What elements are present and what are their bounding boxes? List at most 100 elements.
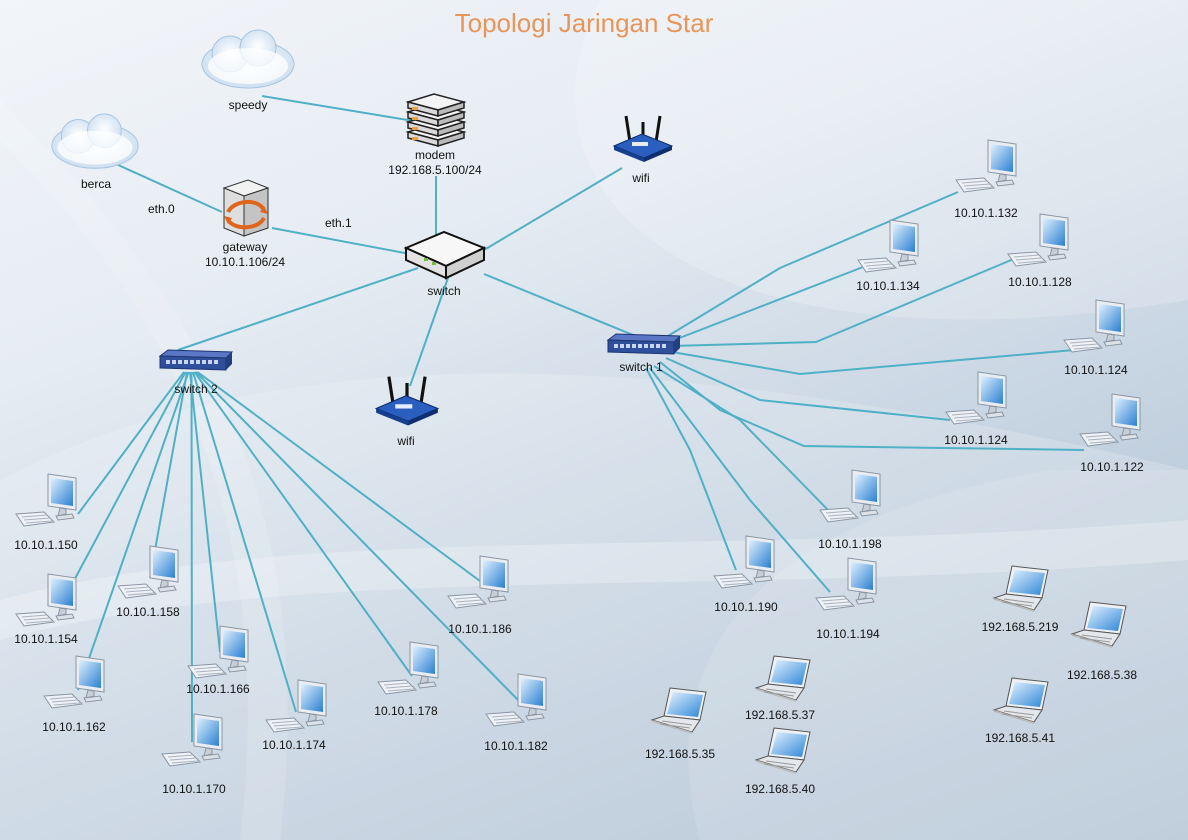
link-speedy-modem: [261, 95, 421, 123]
switch1-label: switch 1: [619, 360, 663, 374]
link-gateway-switch: [271, 227, 411, 255]
link-switch2-pc-9: [195, 371, 521, 703]
eth1-label: eth.1: [325, 216, 352, 230]
pc-ip-label: 10.10.1.170: [162, 782, 226, 796]
link-switch2-pc-7: [192, 371, 297, 713]
pc-icon: [376, 640, 440, 703]
link-switch2-pc-5: [189, 371, 221, 653]
pc-ip-label: 10.10.1.150: [14, 538, 78, 552]
pc-icon: [264, 678, 328, 741]
gateway-ip-label: 10.10.1.106/24: [204, 255, 286, 269]
wifi-mid-label: wifi: [397, 434, 415, 448]
pc-icon: [484, 672, 548, 735]
pc-ip-label: 10.10.1.134: [856, 279, 920, 293]
central-switch-icon: [403, 228, 488, 285]
link-switch1-pc-6: [659, 361, 1085, 451]
link-switch1-pc-8: [645, 367, 737, 571]
pc-icon: [1062, 298, 1126, 361]
diagram-title: Topologi Jaringan Star: [454, 8, 714, 38]
pc-ip-label: 10.10.1.124: [1064, 363, 1128, 377]
laptop-ip-label: 192.168.5.37: [744, 708, 816, 722]
link-switch2-pc-6: [190, 371, 193, 743]
pc-ip-label: 10.10.1.122: [1080, 460, 1144, 474]
speedy-label: speedy: [228, 98, 268, 112]
pc-ip-label: 10.10.1.154: [14, 632, 78, 646]
pc-icon: [446, 554, 510, 617]
link-switch1-pc-3: [669, 257, 1017, 347]
link-switch-wifi-top: [483, 167, 623, 251]
laptop-icon: [648, 686, 710, 741]
pc-icon: [14, 472, 78, 535]
link-switch1-pc-9: [649, 367, 831, 593]
link-switch-wifi-mid: [409, 277, 449, 387]
switch2-rack-icon: [158, 348, 234, 379]
modem-ip-label: 192.168.5.100/24: [388, 163, 482, 177]
modem-server-icon: [404, 92, 468, 157]
laptop-ip-label: 192.168.5.41: [984, 731, 1056, 745]
laptop-icon: [752, 654, 814, 709]
pc-ip-label: 10.10.1.190: [714, 600, 778, 614]
pc-icon: [42, 654, 106, 717]
pc-icon: [712, 534, 776, 597]
central-switch-label: switch: [427, 284, 461, 298]
laptop-ip-label: 192.168.5.35: [644, 747, 716, 761]
pc-icon: [954, 138, 1018, 201]
pc-ip-label: 10.10.1.186: [448, 622, 512, 636]
link-switch1-pc-4: [671, 349, 1075, 376]
gateway-icon: [218, 176, 274, 245]
eth0-label: eth.0: [148, 202, 175, 216]
link-switch1-pc-1: [657, 191, 959, 343]
pc-icon: [856, 218, 920, 281]
link-switch2-pc-8: [193, 371, 413, 677]
link-switch-switch2: [177, 267, 419, 351]
pc-icon: [186, 624, 250, 687]
pc-icon: [814, 556, 878, 619]
pc-ip-label: 10.10.1.178: [374, 704, 438, 718]
pc-icon: [14, 572, 78, 635]
link-switch2-pc-1: [77, 371, 185, 515]
link-switch1-pc-5: [665, 357, 951, 421]
berca-label: berca: [80, 177, 112, 191]
link-switch2-pc-4: [77, 371, 190, 691]
pc-icon: [160, 712, 224, 775]
pc-icon: [818, 468, 882, 531]
berca-cloud-icon: [44, 112, 146, 177]
pc-icon: [944, 370, 1008, 433]
pc-ip-label: 10.10.1.124: [944, 433, 1008, 447]
laptop-icon: [990, 676, 1052, 731]
gateway-label: gateway: [222, 240, 268, 254]
pc-icon: [1006, 212, 1070, 275]
wifi-top-label: wifi: [632, 171, 650, 185]
pc-ip-label: 10.10.1.158: [116, 605, 180, 619]
laptop-ip-label: 192.168.5.219: [981, 620, 1059, 634]
pc-icon: [116, 544, 180, 607]
laptop-icon: [990, 564, 1052, 619]
link-switch-switch1: [483, 273, 651, 343]
pc-ip-label: 10.10.1.198: [818, 537, 882, 551]
pc-ip-label: 10.10.1.166: [186, 682, 250, 696]
link-berca-gateway: [115, 163, 223, 213]
pc-ip-label: 10.10.1.194: [816, 627, 880, 641]
pc-ip-label: 10.10.1.174: [262, 738, 326, 752]
modem-label: modem: [414, 148, 456, 162]
link-switch1-pc-2: [663, 261, 877, 345]
link-switch2-pc-10: [196, 371, 485, 585]
laptop-ip-label: 192.168.5.38: [1066, 668, 1138, 682]
link-switch2-pc-2: [69, 371, 187, 589]
switch1-rack-icon: [606, 332, 682, 363]
pc-ip-label: 10.10.1.182: [484, 739, 548, 753]
pc-ip-label: 10.10.1.162: [42, 720, 106, 734]
link-switch1-pc-7: [653, 365, 829, 511]
laptop-ip-label: 192.168.5.40: [744, 782, 816, 796]
laptop-icon: [1068, 600, 1130, 655]
wifi-mid-router-icon: [374, 372, 440, 433]
laptop-icon: [752, 726, 814, 781]
pc-icon: [1078, 392, 1142, 455]
switch2-label: switch 2: [174, 382, 218, 396]
pc-ip-label: 10.10.1.128: [1008, 275, 1072, 289]
link-switch2-pc-3: [149, 371, 188, 579]
wifi-top-router-icon: [612, 112, 674, 169]
pc-ip-label: 10.10.1.132: [954, 206, 1018, 220]
